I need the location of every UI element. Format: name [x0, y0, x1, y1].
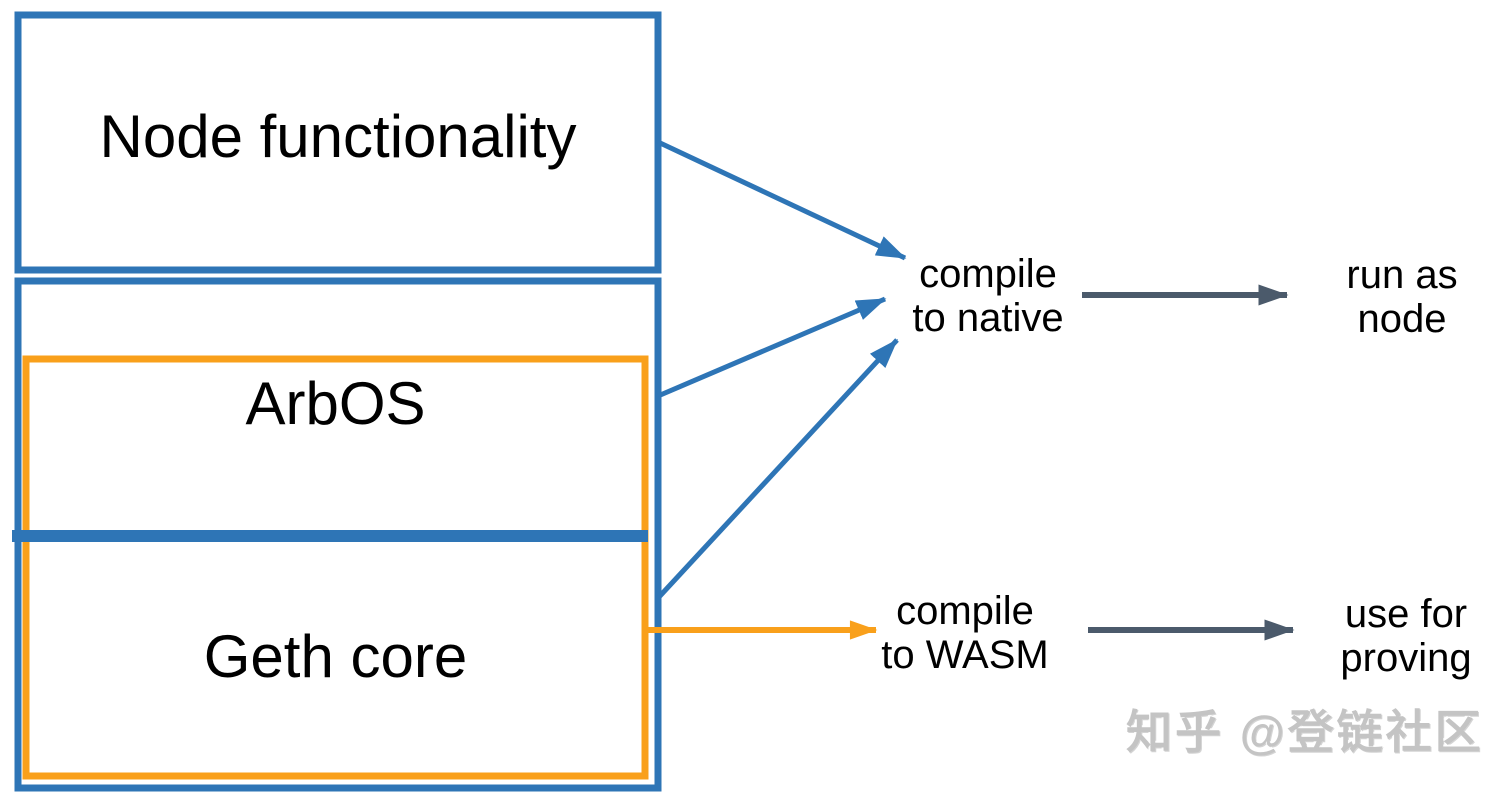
- arrow-node-functionality-to-compile-native: [656, 139, 907, 261]
- compile-to-native-label: compile to native: [912, 252, 1064, 340]
- geth-core-label: Geth core: [203, 623, 468, 690]
- run-as-node-label: run as node: [1346, 253, 1458, 341]
- zhihu-watermark: 知乎 @登链社区: [1126, 706, 1484, 758]
- arrow-arbos-to-compile-native: [657, 296, 887, 399]
- use-for-proving-label: use for proving: [1340, 592, 1472, 680]
- wasm-scope-orange-box: [22, 355, 649, 780]
- arbos-label: ArbOS: [245, 370, 426, 437]
- node-functionality-label: Node functionality: [99, 103, 577, 170]
- compile-to-wasm-label: compile to WASM: [881, 589, 1049, 677]
- arrow-geth-to-compile-native: [657, 338, 899, 599]
